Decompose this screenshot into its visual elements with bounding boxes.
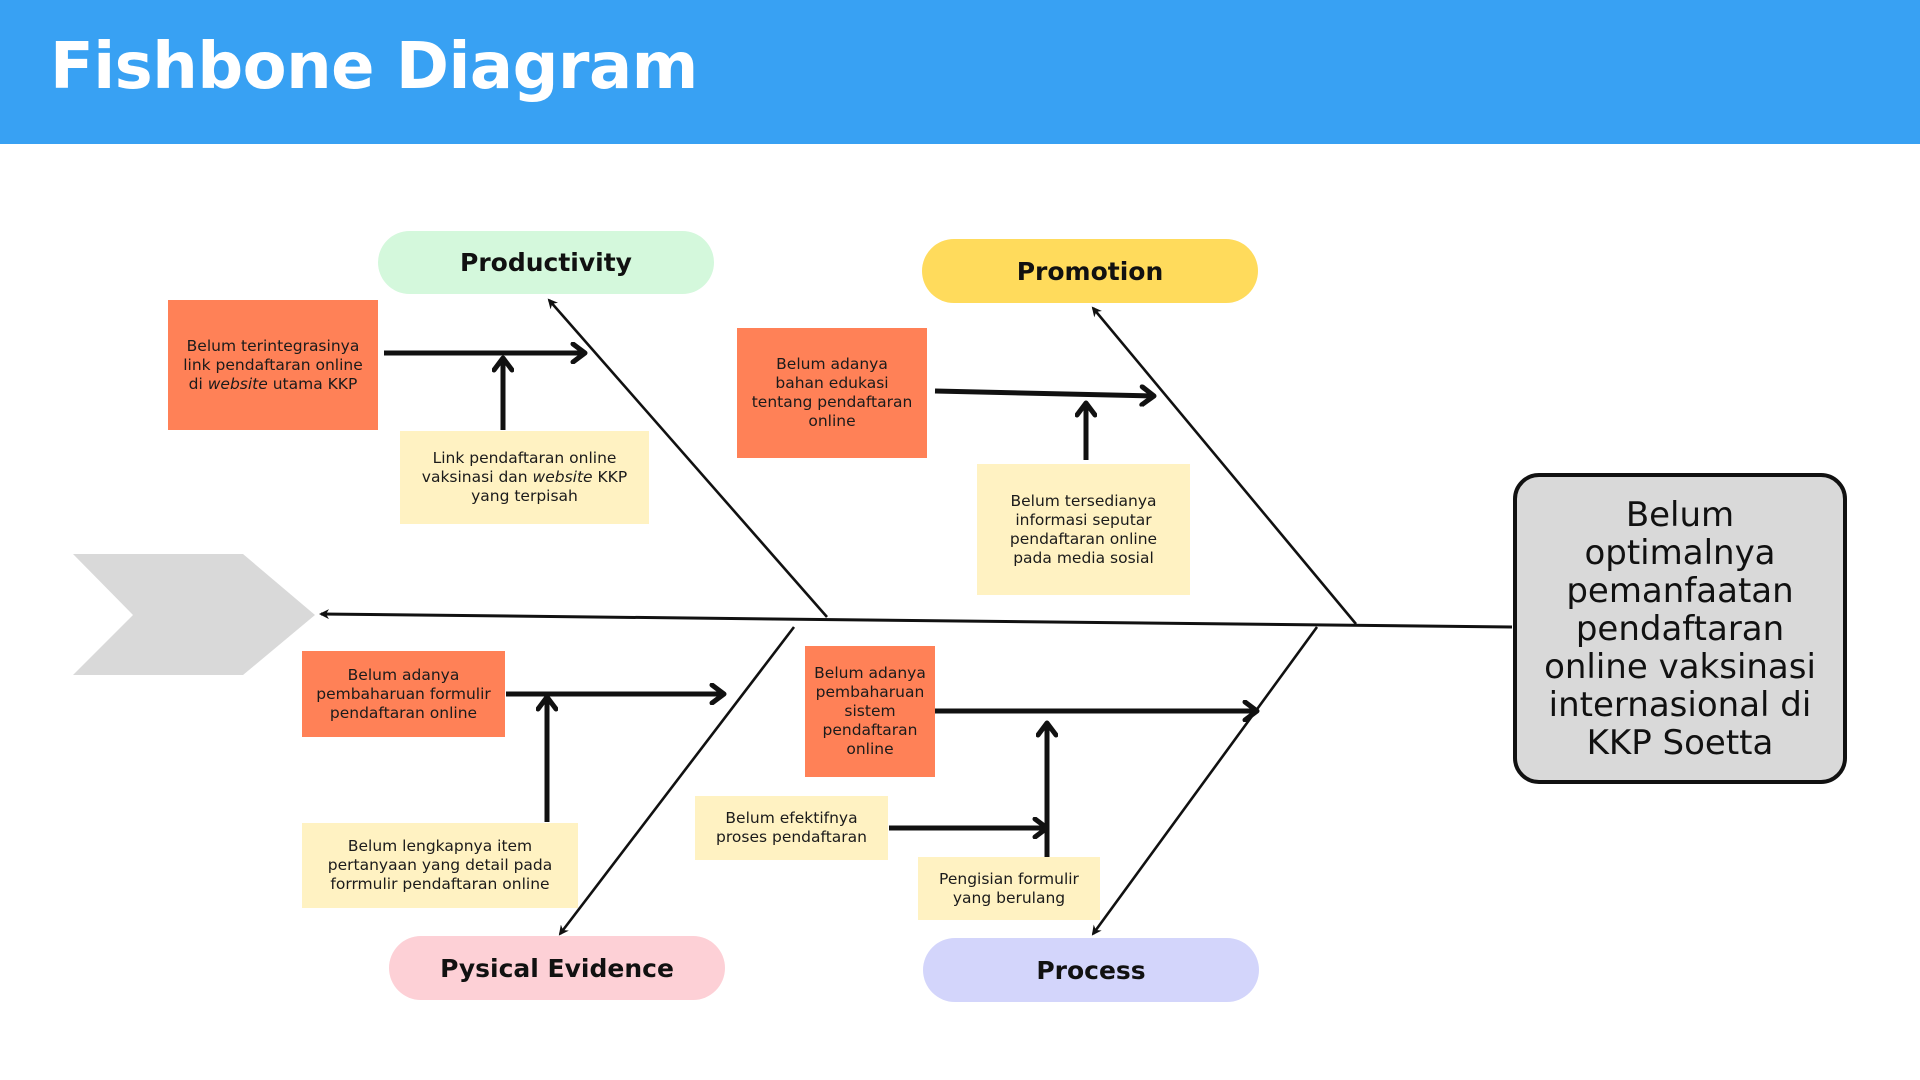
category-label: Promotion	[1016, 256, 1164, 286]
sub-cause-box-promotion: Belum tersedianya informasi seputar pend…	[977, 464, 1190, 595]
cause-box-physical-evidence: Belum adanya pembaharuan formulir pendaf…	[302, 651, 505, 737]
category-promotion: Promotion	[922, 239, 1258, 303]
category-productivity: Productivity	[378, 231, 714, 294]
bone-physical-evidence	[558, 626, 796, 936]
category-label: Productivity	[460, 248, 632, 277]
sub-cause-text: Belum tersedianya informasi seputar pend…	[1009, 491, 1158, 567]
sub-cause-box-productivity: Link pendaftaran online vaksinasi dan we…	[400, 431, 649, 524]
sub-cause-box-process-1: Belum efektifnya proses pendaftaran	[695, 796, 888, 860]
bone-productivity	[547, 298, 828, 618]
page-title: Fishbone Diagram	[50, 30, 698, 104]
cause-text: Belum adanya pembaharuan sistem pendafta…	[814, 664, 926, 758]
cause-text: Belum adanya pembaharuan formulir pendaf…	[316, 665, 491, 722]
sub-cause-text: Belum efektifnya proses pendaftaran	[716, 809, 867, 846]
sub-cause-text: Belum lengkapnya item pertanyaan yang de…	[327, 837, 553, 893]
sub-cause-box-physical-evidence: Belum lengkapnya item pertanyaan yang de…	[302, 823, 578, 908]
category-label: Process	[1036, 955, 1146, 985]
arrow-promotion-cause	[934, 391, 1154, 396]
sub-cause-text: Pengisian formulir yang berulang	[939, 869, 1079, 907]
bone-promotion	[1091, 306, 1357, 625]
cause-text: Belum terintegrasinya link pendaftaran o…	[174, 337, 372, 394]
cause-box-productivity: Belum terintegrasinya link pendaftaran o…	[168, 300, 378, 430]
category-process: Process	[923, 938, 1259, 1002]
effect-text: Belum optimalnya pemanfaatan pendaftaran…	[1544, 494, 1816, 763]
sub-cause-text-part: Link pendaftaran online vaksinasi dan	[421, 449, 617, 486]
cause-box-process: Belum adanya pembaharuan sistem pendafta…	[805, 646, 935, 777]
fish-head-chevron	[73, 554, 315, 675]
cause-text-italic: website	[207, 374, 268, 393]
header-bar: Fishbone Diagram	[0, 0, 1920, 144]
cause-text: Belum adanya bahan edukasi tentang penda…	[751, 355, 913, 430]
cause-text-part: Belum terintegrasinya link pendaftaran o…	[183, 336, 363, 393]
cause-box-promotion: Belum adanya bahan edukasi tentang penda…	[737, 328, 927, 458]
bone-process	[1091, 626, 1319, 936]
sub-cause-text-italic: website	[532, 468, 593, 486]
sub-cause-text: Link pendaftaran online vaksinasi dan we…	[418, 449, 631, 506]
spine-line	[319, 609, 1513, 629]
category-physical-evidence: Pysical Evidence	[389, 936, 725, 1000]
category-label: Pysical Evidence	[440, 953, 674, 983]
cause-text-part: utama KKP	[267, 374, 358, 393]
sub-cause-box-process-2: Pengisian formulir yang berulang	[918, 857, 1100, 920]
effect-box: Belum optimalnya pemanfaatan pendaftaran…	[1513, 473, 1847, 784]
sub-cause-text-part: KKP yang terpisah	[471, 468, 628, 505]
